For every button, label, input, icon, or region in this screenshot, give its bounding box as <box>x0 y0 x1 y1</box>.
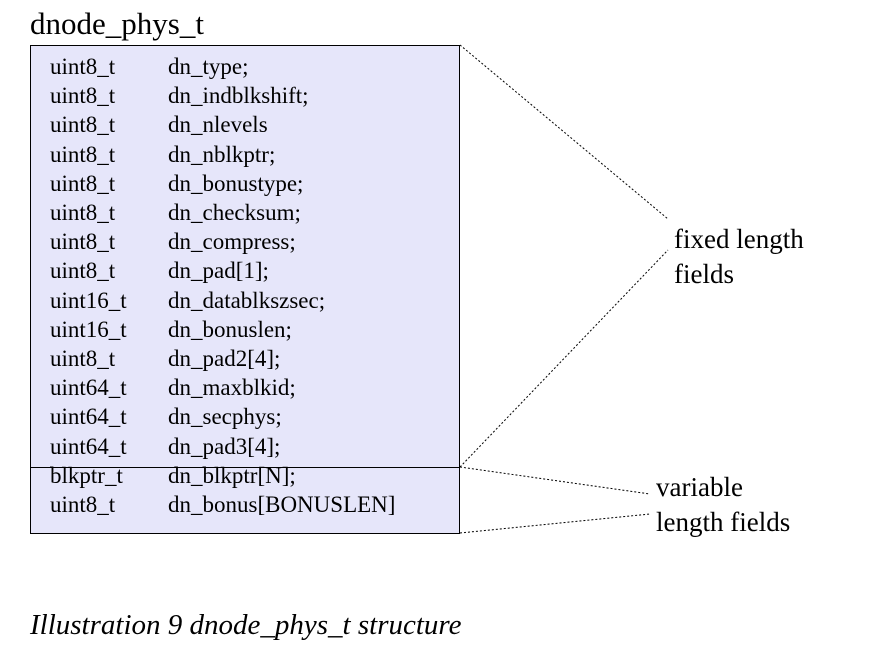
field-name: dn_secphys; <box>168 404 282 430</box>
field-type: uint16_t <box>50 287 127 313</box>
field-name: dn_nblkptr; <box>168 141 276 167</box>
fixed-length-label-line-1: fixed length <box>674 224 804 254</box>
structure-title: dnode_phys_t <box>30 6 204 41</box>
field-name: dn_bonuslen; <box>168 316 292 342</box>
field-type: uint16_t <box>50 316 127 342</box>
field-name: dn_nlevels <box>168 112 268 138</box>
field-type: uint64_t <box>50 433 127 459</box>
fixed-length-label-line-2: fields <box>674 259 734 289</box>
field-name: dn_indblkshift; <box>168 83 309 109</box>
field-name: dn_blkptr[N]; <box>168 462 296 488</box>
fixed-connector-bottom <box>459 249 669 468</box>
fixed-length-label: fixed length fields <box>674 222 804 292</box>
field-type: uint64_t <box>50 404 127 430</box>
field-type: uint8_t <box>50 258 116 284</box>
variable-length-label-line-1: variable <box>656 472 743 502</box>
field-type: uint8_t <box>50 170 116 196</box>
field-name: dn_compress; <box>168 229 296 255</box>
illustration-caption: Illustration 9 dnode_phys_t structure <box>30 609 462 641</box>
field-type: uint8_t <box>50 112 116 138</box>
fixed-variable-divider <box>30 467 460 468</box>
structure-box <box>30 45 460 534</box>
field-name: dn_pad3[4]; <box>168 433 281 459</box>
fixed-connector-top <box>459 44 669 220</box>
field-name: dn_datablkszsec; <box>168 287 326 313</box>
field-name: dn_type; <box>168 54 249 79</box>
field-name: dn_maxblkid; <box>168 375 296 401</box>
field-type: blkptr_t <box>50 462 123 488</box>
field-type: uint8_t <box>50 141 116 167</box>
variable-connector-top <box>459 466 651 495</box>
field-type: uint8_t <box>50 83 116 109</box>
field-type: uint8_t <box>50 346 116 371</box>
field-name: dn_pad2[4]; <box>168 346 281 371</box>
field-name: dn_bonustype; <box>168 170 304 196</box>
field-type: uint64_t <box>50 375 127 401</box>
variable-length-label: variable length fields <box>656 470 790 540</box>
variable-connector-bottom <box>459 513 651 534</box>
field-name: dn_checksum; <box>168 200 301 225</box>
field-type: uint8_t <box>50 492 116 517</box>
field-type: uint8_t <box>50 229 116 255</box>
field-type: uint8_t <box>50 200 116 225</box>
variable-length-label-line-2: length fields <box>656 507 791 537</box>
field-type: uint8_t <box>50 54 116 79</box>
field-name: dn_pad[1]; <box>168 258 269 284</box>
field-name: dn_bonus[BONUSLEN] <box>168 492 396 517</box>
